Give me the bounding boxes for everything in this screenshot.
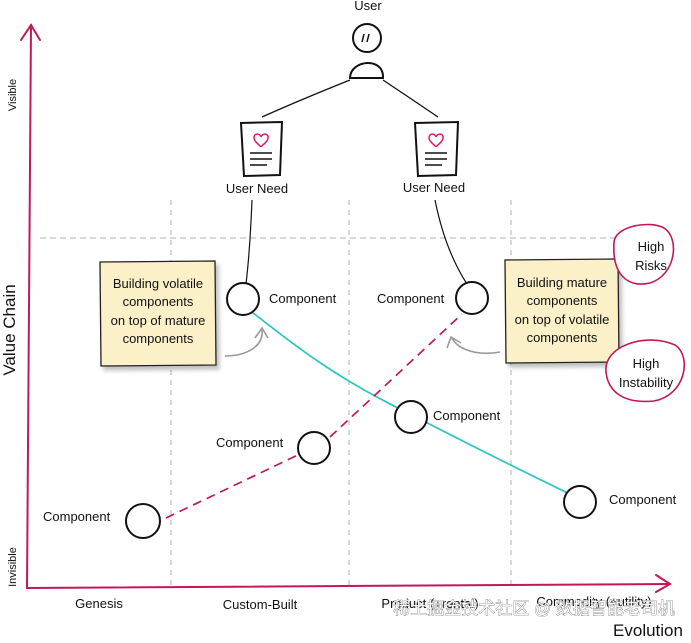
- y-axis-arrow: [20, 23, 41, 41]
- y-axis-invisible-label: Invisible: [7, 547, 19, 587]
- component-node-1: [226, 282, 260, 316]
- badge-instability-line-2: Instability: [619, 375, 674, 390]
- note-right-line-3: on top of volatile: [515, 312, 610, 327]
- component-node-2: [455, 281, 489, 315]
- need-component-links: [245, 199, 468, 285]
- badge-risks-line-2: Risks: [635, 258, 667, 273]
- x-axis-arrow: [655, 574, 672, 593]
- watermark: 稀土掘金技术社区 @ 数据智能老司机: [393, 599, 675, 618]
- component-label-2: Component: [377, 291, 445, 306]
- x-axis-title: Evolution: [613, 621, 683, 638]
- curved-arrow-right-icon: [446, 335, 501, 354]
- note-right-line-1: Building mature: [517, 275, 607, 290]
- badge-high-instability: High Instability: [605, 339, 685, 403]
- stage-dividers: [170, 200, 512, 590]
- component-node-5: [125, 503, 161, 539]
- user-head-icon: [352, 23, 382, 53]
- curved-arrow-left-icon: [224, 326, 269, 357]
- user-need-left-label: User Need: [226, 181, 288, 196]
- note-left: Building volatile components on top of m…: [99, 260, 217, 367]
- user-need-right-label: User Need: [403, 180, 465, 195]
- stage-label-commodity: Commodity (+utility): [536, 594, 651, 609]
- stage-label-product: Product (+rental): [381, 596, 478, 611]
- user-body-icon: [348, 62, 385, 79]
- note-left-line-4: components: [123, 331, 194, 346]
- user-need-right-doc-icon: [413, 120, 460, 178]
- y-axis-title: Value Chain: [0, 284, 19, 375]
- user-links: [261, 79, 439, 118]
- user-label: User: [354, 0, 382, 13]
- x-axis: [26, 583, 671, 589]
- note-left-line-2: components: [123, 294, 194, 309]
- note-left-line-1: Building volatile: [113, 276, 203, 291]
- component-label-5: Component: [43, 509, 111, 524]
- badge-high-risks: High Risks: [613, 223, 675, 285]
- component-nodes: [125, 281, 597, 539]
- note-left-line-3: on top of mature: [111, 313, 206, 328]
- y-axis: [26, 24, 32, 589]
- y-axis-visible-label: Visible: [7, 79, 19, 111]
- badge-risks-line-1: High: [638, 239, 665, 254]
- note-right-line-2: components: [527, 293, 598, 308]
- component-node-4: [297, 431, 331, 465]
- component-label-4: Component: [216, 435, 284, 450]
- user-figure: [348, 23, 385, 79]
- component-label-1: Component: [269, 291, 337, 306]
- component-node-3: [394, 400, 428, 434]
- component-label-3: Component: [433, 408, 501, 423]
- axes: [20, 23, 672, 593]
- stage-label-custom: Custom-Built: [223, 597, 298, 612]
- badge-instability-line-1: High: [633, 356, 660, 371]
- component-label-6: Component: [609, 492, 677, 507]
- note-right-line-4: components: [527, 330, 598, 345]
- note-right: Building mature components on top of vol…: [504, 258, 620, 364]
- stage-label-genesis: Genesis: [75, 596, 123, 611]
- component-node-6: [563, 485, 597, 519]
- user-need-left-doc-icon: [239, 120, 284, 178]
- dashed-dependency-line: [165, 313, 463, 519]
